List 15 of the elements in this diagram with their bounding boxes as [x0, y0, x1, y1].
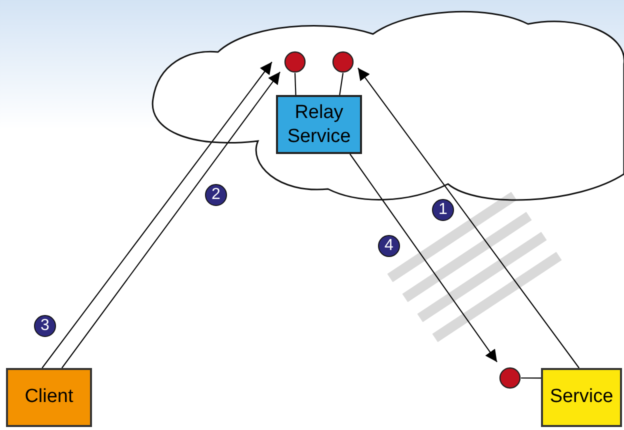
client-box: Client: [6, 368, 92, 427]
arrow: [350, 154, 498, 362]
service-box: Service: [541, 368, 622, 427]
connector-line: [339, 72, 344, 96]
relay-service-box: Relay Service: [276, 95, 362, 154]
callout-number: 4: [378, 235, 400, 257]
endpoint-circle: [332, 51, 354, 73]
connector-line: [521, 377, 541, 379]
endpoint-circle: [284, 51, 306, 73]
endpoint-circle: [499, 367, 521, 389]
callout-number: 1: [432, 199, 454, 221]
callout-number: 2: [205, 184, 227, 206]
callout-number: 3: [34, 315, 56, 337]
arrow: [358, 68, 580, 368]
connector-line: [294, 72, 296, 96]
